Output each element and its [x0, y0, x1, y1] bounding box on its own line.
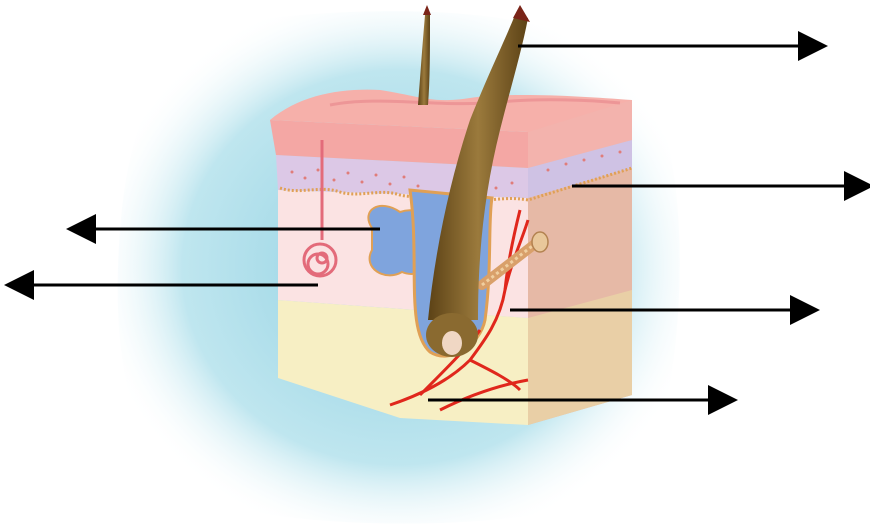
dermal-papilla — [442, 331, 462, 355]
hair-tip-short — [423, 5, 431, 15]
